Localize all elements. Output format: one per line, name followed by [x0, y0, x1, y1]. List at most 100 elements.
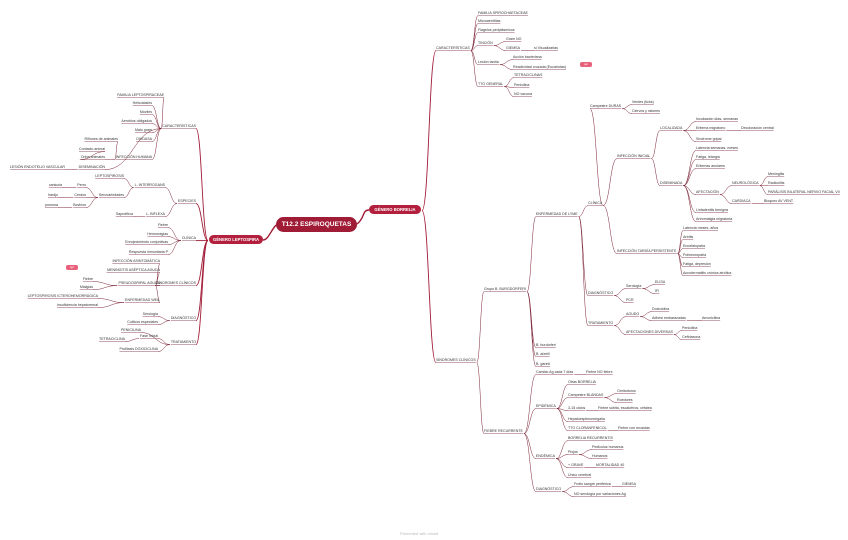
topic-node[interactable]: Latencia semanas- meses: [696, 146, 738, 150]
topic-node[interactable]: Fase inicial: [140, 334, 158, 338]
topic-node[interactable]: ENFERMEDAD WEIL: [125, 298, 160, 302]
topic-node[interactable]: Otras BORRELIA: [568, 380, 596, 384]
topic-node[interactable]: DISEMINADA: [660, 181, 683, 185]
topic-node[interactable]: INFECCIÓN HUMANA: [115, 155, 152, 159]
topic-node[interactable]: BORRELIA RECURRENTIS: [568, 436, 613, 440]
topic-node[interactable]: sí Visualizarlas: [534, 46, 558, 50]
topic-node[interactable]: B. garinii: [536, 362, 550, 366]
topic-node[interactable]: Fiebre NO fiebre: [586, 370, 613, 374]
topic-node[interactable]: FAMILIA SPIROCHAETACEAE: [478, 11, 528, 15]
topic-node[interactable]: Eritema migratorio: [696, 126, 726, 130]
topic-node[interactable]: Incubación días- semanas: [696, 117, 738, 121]
topic-node[interactable]: 3-15 ciclos: [568, 406, 586, 410]
topic-node[interactable]: canicola: [48, 183, 62, 187]
topic-node[interactable]: Serovariedades: [98, 193, 124, 197]
topic-node[interactable]: ENDÉMICA: [536, 454, 555, 458]
topic-node[interactable]: AFECTACIONES DIVERSAS: [626, 330, 673, 334]
topic-node[interactable]: Campestre BLANDAS: [568, 393, 604, 397]
topic-node[interactable]: Reactividad cruzada (Eucariotas): [513, 65, 566, 69]
topic-node[interactable]: PARÁLISIS BILATERAL NERVIO FACIAL VII: [768, 190, 840, 194]
topic-node[interactable]: INFECCIÓN TARDÍA PERSISTENTE: [617, 249, 677, 253]
topic-node[interactable]: CLÍNICA: [181, 236, 196, 240]
topic-node[interactable]: Frotis sangre periférica: [574, 482, 611, 486]
topic-node[interactable]: Cerdos: [74, 193, 86, 197]
topic-node[interactable]: B. burdorferi: [536, 343, 556, 347]
topic-node[interactable]: Radiculitis: [768, 181, 785, 185]
topic-node[interactable]: Acrodermatitis crónica atrófica: [683, 271, 732, 275]
topic-node[interactable]: CLÍNICA: [588, 201, 603, 205]
topic-node[interactable]: Latencia meses- años: [683, 226, 719, 230]
topic-node[interactable]: Móviles: [139, 110, 152, 114]
topic-node[interactable]: NO serología por variaciones Ag: [574, 492, 626, 496]
topic-node[interactable]: ENFERMEDAD DE LYME: [536, 212, 578, 216]
topic-node[interactable]: PENICILINA: [121, 328, 141, 332]
topic-node[interactable]: Encefalopatía: [683, 244, 705, 248]
topic-node[interactable]: Acción bacteriana: [513, 55, 542, 59]
topic-node[interactable]: Serología: [142, 312, 158, 316]
topic-node[interactable]: Roedores: [617, 398, 633, 402]
topic-node[interactable]: Verdes (ticks): [632, 100, 654, 104]
topic-node[interactable]: L. BIFLEXA: [146, 212, 165, 216]
topic-node[interactable]: B. afzelii: [536, 352, 550, 356]
topic-node[interactable]: TRATAMIENTO: [170, 340, 196, 344]
topic-node[interactable]: Gram NO: [506, 37, 522, 41]
topic-node[interactable]: SÍNDROMES CLÍNICOS: [436, 358, 476, 362]
topic-node[interactable]: GIEMSA: [506, 46, 520, 50]
topic-node[interactable]: Cultivos especiales: [127, 320, 158, 324]
topic-node[interactable]: MORTALIDAD 40: [596, 463, 625, 467]
topic-node[interactable]: DISEMINACIÓN: [78, 165, 105, 169]
topic-node[interactable]: Enrojecimiento conjuntivas: [125, 240, 168, 244]
topic-node[interactable]: + GRAVE: [568, 463, 584, 467]
topic-node[interactable]: Penicilina: [682, 326, 698, 330]
topic-node[interactable]: Fiebre: [157, 223, 168, 227]
topic-node[interactable]: ESPECIES: [178, 199, 196, 203]
topic-node[interactable]: CARACTERÍSTICAS: [436, 46, 470, 50]
topic-node[interactable]: Fiebre con recaídas: [618, 426, 650, 430]
topic-node[interactable]: Orina animales: [80, 155, 105, 159]
topic-node[interactable]: Cambio Ag cada 7 días: [536, 370, 574, 374]
topic-node[interactable]: Pediculus humanus: [592, 445, 624, 449]
topic-node[interactable]: Fatiga, letargia: [696, 155, 720, 159]
topic-node[interactable]: TRATAMIENTO: [588, 321, 614, 325]
topic-node[interactable]: Eritemas anulares: [696, 164, 725, 168]
topic-node[interactable]: DIAGNÓSTICO: [536, 487, 562, 491]
topic-node[interactable]: CARDIACA: [732, 199, 751, 203]
topic-node[interactable]: Ornitodoros: [617, 389, 636, 393]
topic-node[interactable]: TINCIÓN: [478, 41, 493, 45]
topic-node[interactable]: Meningitis: [768, 172, 785, 176]
topic-node[interactable]: Único cerebral: [568, 473, 592, 477]
topic-node[interactable]: NO vacuna: [514, 92, 532, 96]
topic-node[interactable]: NEUROLÓGICA: [732, 181, 759, 185]
topic-node[interactable]: FIEBRE RECURRENTE: [484, 429, 523, 433]
topic-node[interactable]: Aerobios obligados: [121, 119, 152, 123]
topic-node[interactable]: Riñones de animales: [84, 137, 118, 141]
topic-node[interactable]: Helicoidales: [132, 101, 152, 105]
topic-node[interactable]: ELISA: [655, 280, 666, 284]
topic-node[interactable]: Perro: [77, 183, 86, 187]
topic-node[interactable]: LEPTOSPIROSIS: [95, 174, 124, 178]
topic-node[interactable]: GIEMSA: [622, 482, 636, 486]
topic-node[interactable]: OXIDASA: [136, 137, 152, 141]
topic-node[interactable]: Bovinos: [73, 203, 86, 207]
topic-node[interactable]: EPIDÉMICA: [536, 404, 556, 408]
central-topic[interactable]: T12.2 ESPIROQUETAS: [276, 217, 357, 232]
topic-node[interactable]: TETRACICLINAS: [514, 73, 543, 77]
topic-node[interactable]: DIAGNÓSTICO: [170, 316, 196, 320]
topic-node[interactable]: Penicilina: [514, 83, 530, 87]
borrelia-topic[interactable]: GÉNERO BORRELIA: [369, 205, 421, 214]
topic-node[interactable]: Insuficiencia hepatorrenal: [57, 303, 98, 307]
topic-node[interactable]: CARACTERÍSTICAS: [162, 124, 196, 128]
topic-node[interactable]: INFECCIÓN ASINTOMÁTICA: [112, 259, 160, 263]
topic-node[interactable]: Campestre DURAS: [590, 104, 622, 108]
topic-node[interactable]: Adhesi embarazadas: [652, 316, 686, 320]
topic-node[interactable]: Contacto animal: [79, 147, 105, 151]
topic-node[interactable]: Piojos: [568, 450, 578, 454]
topic-node[interactable]: Fatiga, depresión: [683, 262, 711, 266]
topic-node[interactable]: L. INTERROGANS: [134, 183, 165, 187]
topic-node[interactable]: TETRACICLINA: [99, 337, 125, 341]
topic-node[interactable]: Decoloración central: [741, 126, 774, 130]
topic-node[interactable]: Profilaxis DOXICICLINA: [119, 347, 158, 351]
topic-node[interactable]: hardjo: [48, 193, 58, 197]
topic-node[interactable]: Artromialgia migratoria: [696, 217, 733, 221]
topic-node[interactable]: Artritis: [683, 235, 694, 239]
